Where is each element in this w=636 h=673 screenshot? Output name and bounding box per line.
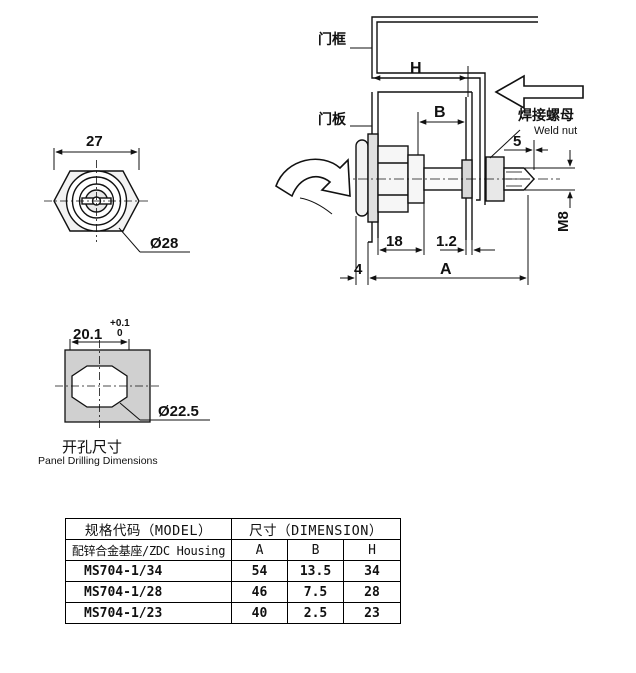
header-model: 规格代码（MODEL）	[65, 518, 232, 540]
row-a: 40	[231, 602, 288, 624]
table-row: MS704-1/34 54 13.5 34	[65, 560, 401, 582]
drilling-view	[55, 339, 210, 430]
door-panel-label: 门板	[318, 111, 347, 128]
header-col-a: A	[231, 539, 288, 561]
rotation-arrow-icon	[275, 158, 351, 215]
header-dimension: 尺寸（DIMENSION）	[231, 518, 401, 540]
dim-20-1-label: 20.1	[73, 326, 102, 343]
row-b: 13.5	[287, 560, 344, 582]
row-model: MS704-1/23	[65, 602, 232, 624]
table-header-row: 规格代码（MODEL） 尺寸（DIMENSION）	[65, 518, 401, 540]
dim-M8-label: M8	[555, 211, 572, 232]
weld-nut-cn-label: 焊接螺母	[518, 107, 574, 124]
front-view	[44, 148, 190, 253]
side-view	[340, 16, 575, 285]
dim-dia22-5-label: Ø22.5	[158, 403, 199, 420]
insert-arrow-icon	[494, 74, 584, 110]
row-h: 23	[343, 602, 401, 624]
spec-table: 规格代码（MODEL） 尺寸（DIMENSION） 配锌合金基座/ZDC Hou…	[65, 518, 401, 624]
row-h: 34	[343, 560, 401, 582]
dim-18-label: 18	[386, 233, 403, 250]
dim-1-2-label: 1.2	[436, 233, 457, 250]
row-model: MS704-1/28	[65, 581, 232, 603]
dim-H-label: H	[410, 60, 422, 77]
weld-nut-en-label: Weld nut	[534, 125, 577, 137]
dim-27-label: 27	[86, 133, 103, 150]
tol-zero-label: 0	[117, 328, 123, 339]
row-a: 46	[231, 581, 288, 603]
dim-4-label: 4	[354, 261, 363, 278]
drilling-caption-cn: 开孔尺寸	[62, 438, 123, 456]
dim-A-label: A	[440, 261, 452, 278]
dim-dia28-label: Ø28	[150, 235, 178, 252]
header-col-h: H	[343, 539, 401, 561]
dim-B-label: B	[434, 104, 446, 121]
row-a: 54	[231, 560, 288, 582]
table-subheader-row: 配锌合金基座/ZDC Housing A B H	[65, 539, 401, 561]
row-b: 2.5	[287, 602, 344, 624]
row-h: 28	[343, 581, 401, 603]
tol-plus-label: +0.1	[110, 318, 130, 329]
drilling-caption-en: Panel Drilling Dimensions	[38, 455, 158, 467]
header-housing: 配锌合金基座/ZDC Housing	[65, 539, 232, 561]
row-b: 7.5	[287, 581, 344, 603]
door-frame-label: 门框	[318, 31, 346, 48]
table-row: MS704-1/23 40 2.5 23	[65, 602, 401, 624]
dim-5-label: 5	[513, 133, 521, 150]
row-model: MS704-1/34	[65, 560, 232, 582]
table-row: MS704-1/28 46 7.5 28	[65, 581, 401, 603]
header-col-b: B	[287, 539, 344, 561]
